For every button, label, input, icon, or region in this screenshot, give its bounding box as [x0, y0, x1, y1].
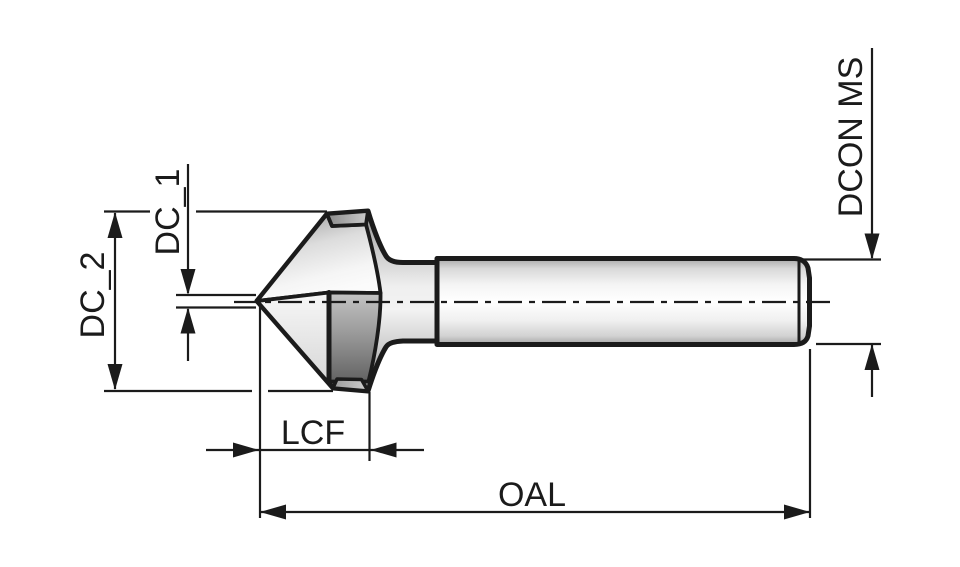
dc2-arrow-up-icon [107, 212, 123, 238]
dc1-arrow-down-icon [180, 269, 196, 295]
label-lcf: LCF [281, 414, 345, 452]
dcon-ms-dimension [803, 48, 881, 397]
oal-dimension [260, 349, 812, 520]
dc1-dimension [176, 164, 256, 361]
flute-face [327, 290, 383, 384]
lcf-arrow-right-icon [233, 442, 259, 458]
head-top-land [325, 209, 370, 228]
lcf-dimension [206, 304, 424, 518]
oal-arrow-right-icon [784, 504, 810, 520]
label-dc1: DC_1 [149, 169, 187, 256]
head-lower-face [255, 290, 335, 390]
head-cone-face [255, 212, 383, 303]
dc2-arrow-down-icon [107, 364, 123, 390]
label-dc2: DC_2 [74, 252, 112, 339]
dc1-arrow-up-icon [180, 307, 196, 334]
dc2-dimension [104, 210, 333, 393]
label-oal: OAL [498, 476, 566, 514]
dcon-arrow-down-icon [864, 233, 880, 260]
oal-arrow-left-icon [260, 504, 286, 520]
head-bottom-land [331, 377, 370, 393]
lcf-arrow-left-icon [370, 442, 397, 458]
label-dcon-ms: DCON MS [832, 57, 870, 218]
tool-body [254, 208, 812, 394]
dcon-arrow-up-icon [864, 344, 880, 370]
